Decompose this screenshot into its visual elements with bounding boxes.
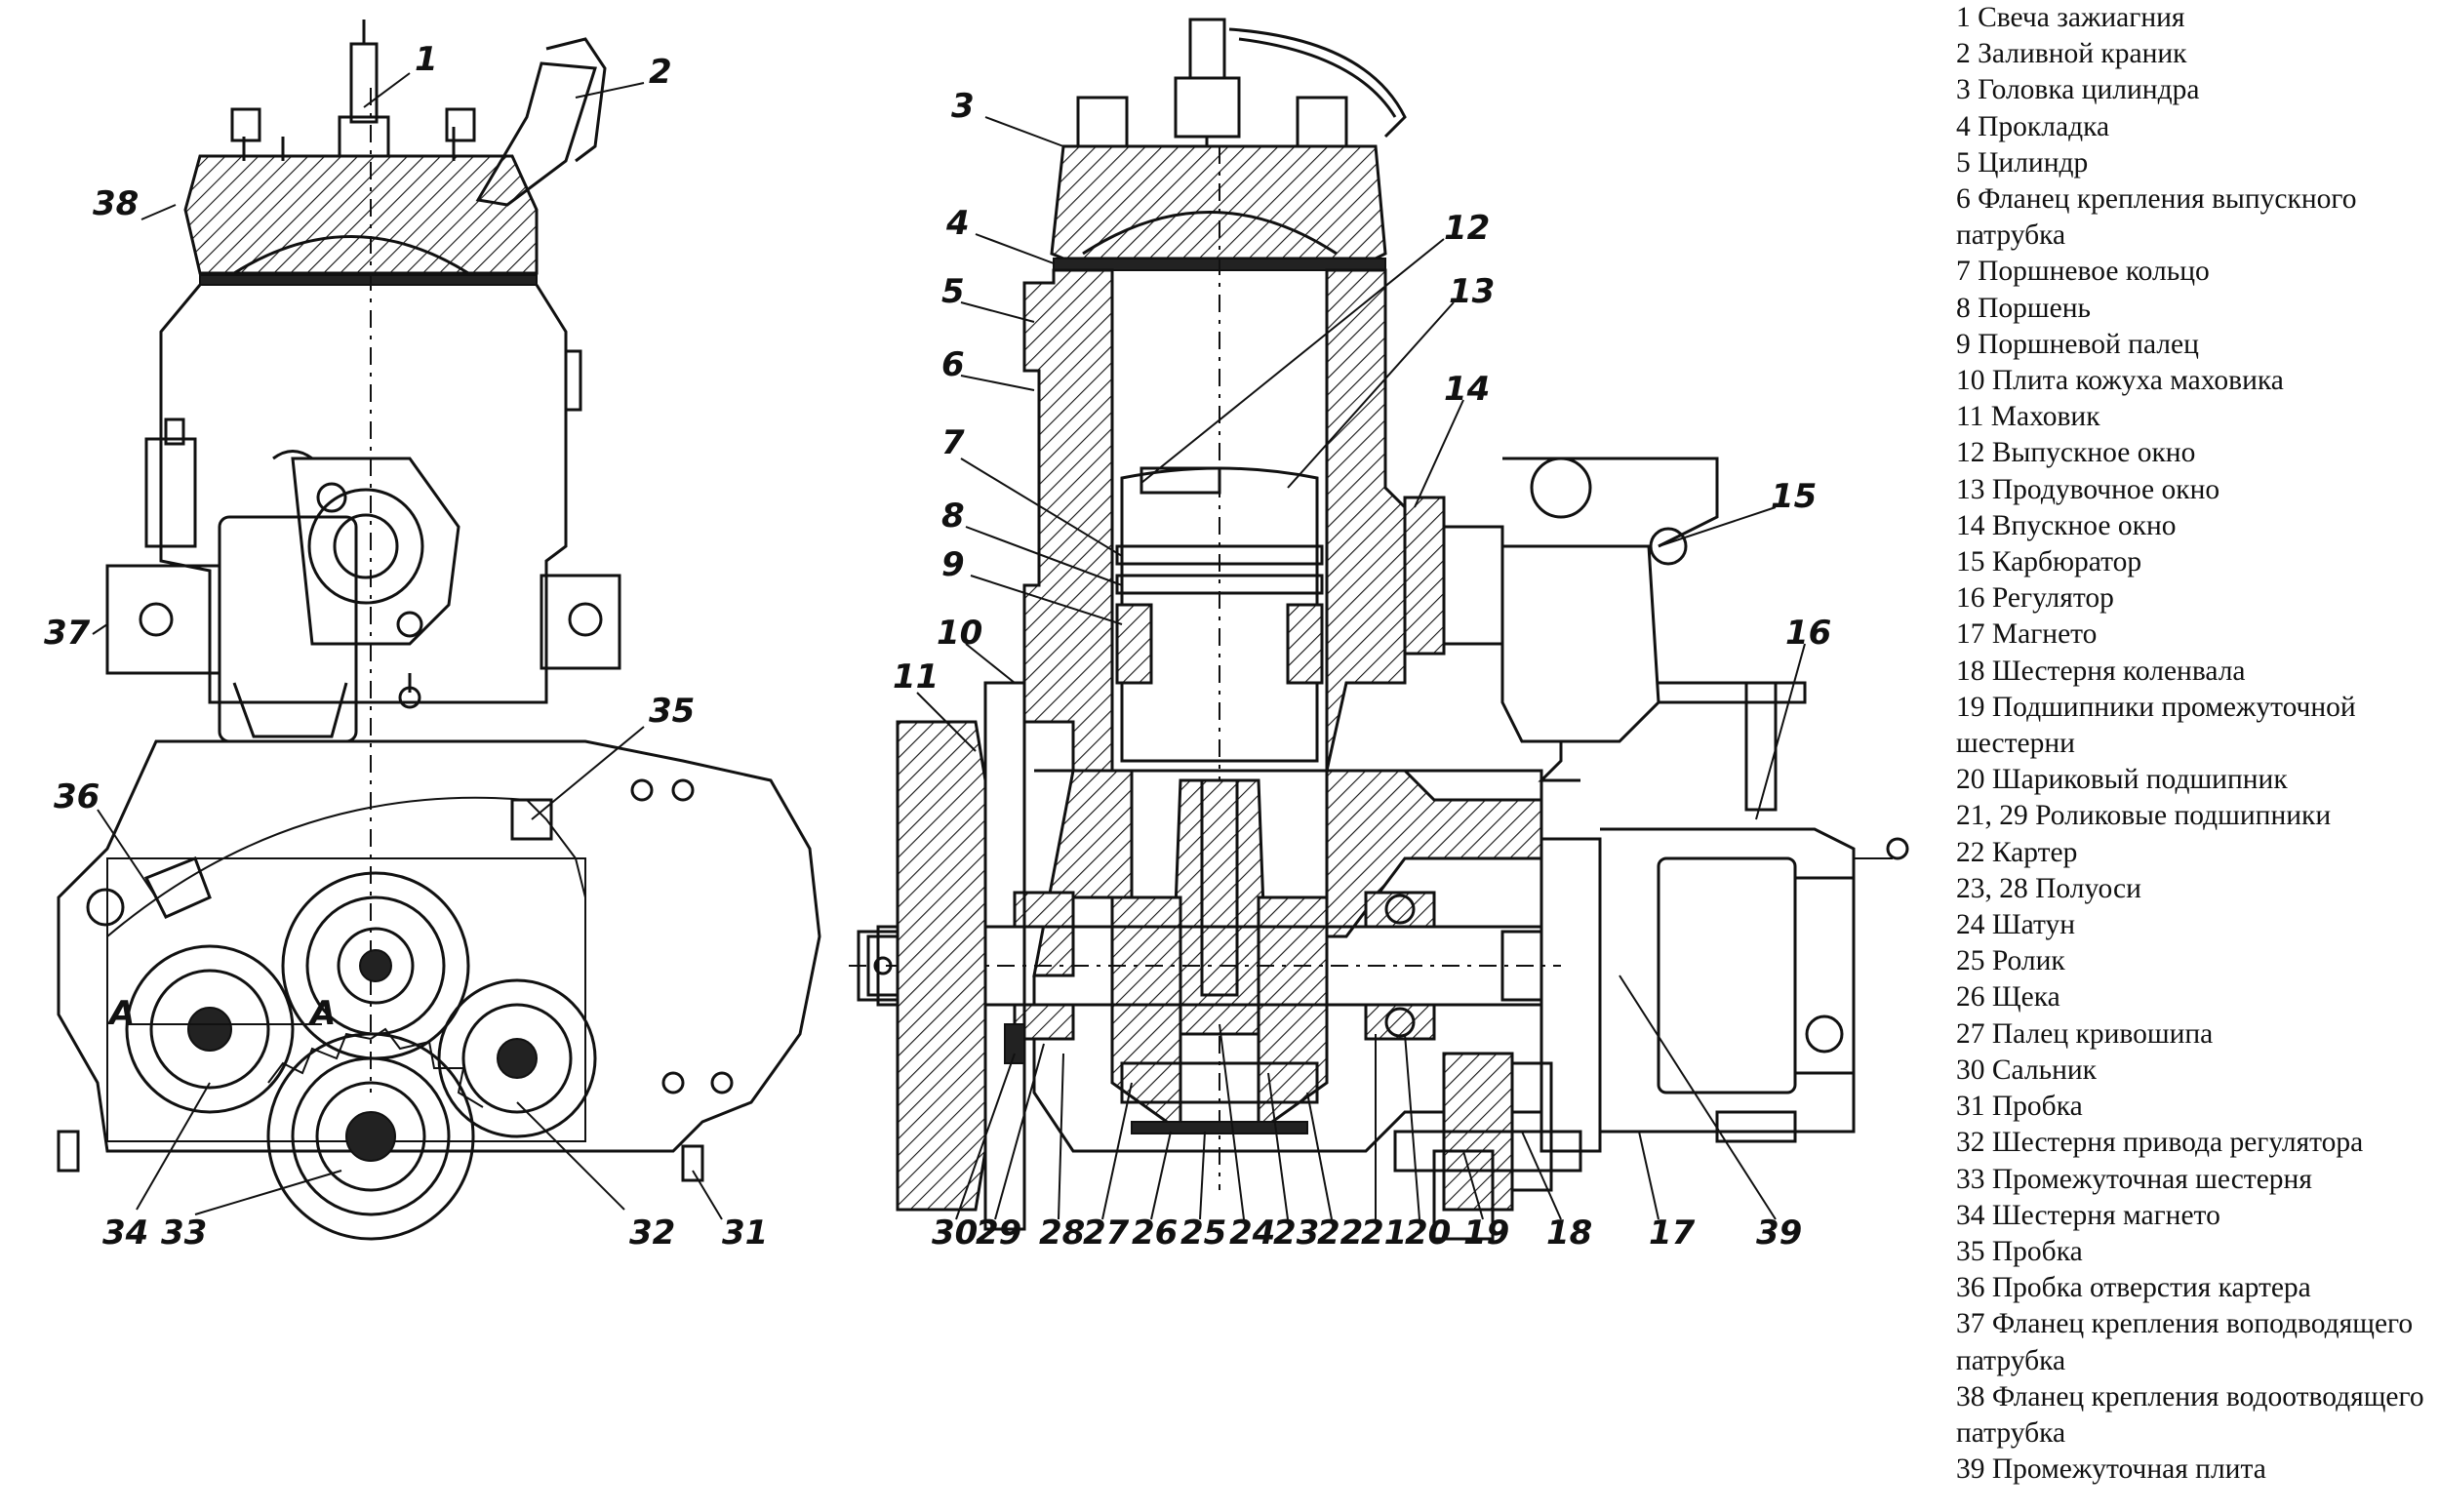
legend-item: 9 Поршневой палец: [1956, 328, 2199, 360]
legend-item: 25 Ролик: [1956, 945, 2065, 977]
left-view: [57, 20, 821, 1241]
legend-item: 18 Шестерня коленвала: [1956, 655, 2246, 687]
legend-item: 35 Пробка: [1956, 1235, 2083, 1267]
callout-39: 39: [1756, 1214, 1802, 1253]
legend-item: 3 Головка цилиндра: [1956, 74, 2200, 106]
callout-19: 19: [1463, 1214, 1509, 1253]
callout-1: 1: [415, 40, 438, 79]
callout-2: 2: [649, 53, 672, 92]
legend-item: 37 Фланец крепления воподводящего патруб…: [1956, 1308, 2414, 1376]
legend-item: 20 Шариковый подшипник: [1956, 764, 2288, 796]
callout-30: 30: [932, 1214, 978, 1253]
callout-28: 28: [1039, 1214, 1085, 1253]
legend-item: 6 Фланец крепления выпускного патрубка: [1956, 183, 2357, 252]
callout-3: 3: [951, 87, 975, 126]
callout-14: 14: [1444, 370, 1490, 409]
callout-27: 27: [1083, 1214, 1130, 1253]
callout-16: 16: [1785, 614, 1831, 653]
callout-37: 37: [44, 614, 91, 653]
callout-25: 25: [1180, 1214, 1226, 1253]
callout-22: 22: [1317, 1214, 1363, 1253]
legend-item: 11 Маховик: [1956, 401, 2100, 433]
legend-item: 7 Поршневое кольцо: [1956, 256, 2210, 288]
callout-32: 32: [629, 1214, 675, 1253]
legend-item: 17 Магнето: [1956, 618, 2098, 651]
parts-legend: 1 Свеча зажиагния 2 Заливной краник 3 Го…: [1956, 0, 2434, 1488]
legend-item: 2 Заливной краник: [1956, 38, 2187, 70]
legend-item: 8 Поршень: [1956, 292, 2091, 324]
callout-24: 24: [1229, 1214, 1275, 1253]
callout-17: 17: [1649, 1214, 1696, 1253]
legend-item: 39 Промежуточная плита: [1956, 1453, 2266, 1486]
callout-7: 7: [941, 423, 965, 462]
legend-item: 16 Регулятор: [1956, 582, 2114, 615]
section-mark-a-left: A: [106, 994, 135, 1033]
callout-26: 26: [1132, 1214, 1178, 1253]
callout-numbers: 1 2 38 37 36 35 34 33 32 31 A A 3 4 5 6 …: [44, 40, 1831, 1253]
callout-12: 12: [1444, 209, 1490, 248]
callout-18: 18: [1546, 1214, 1592, 1253]
legend-item: 24 Шатун: [1956, 909, 2076, 941]
legend-item: 38 Фланец крепления водоотводящего патру…: [1956, 1380, 2424, 1449]
callout-10: 10: [937, 614, 982, 653]
callout-33: 33: [161, 1214, 207, 1253]
callout-21: 21: [1361, 1214, 1407, 1253]
callout-9: 9: [941, 545, 965, 584]
legend-item: 31 Пробка: [1956, 1091, 2083, 1123]
legend-item: 27 Палец кривошипа: [1956, 1017, 2214, 1050]
legend-item: 14 Впускное окно: [1956, 509, 2177, 541]
engine-drawing: 1 2 38 37 36 35 34 33 32 31 A A 3 4 5 6 …: [44, 18, 1909, 1253]
callout-6: 6: [941, 345, 965, 384]
legend-item: 19 Подшипники промежуточной шестерни: [1956, 691, 2356, 760]
callout-15: 15: [1771, 477, 1817, 516]
gear-33: [266, 1027, 484, 1241]
callout-20: 20: [1405, 1214, 1451, 1253]
callout-36: 36: [54, 777, 100, 816]
callout-34: 34: [102, 1214, 148, 1253]
gear-32: [437, 978, 597, 1138]
callout-13: 13: [1449, 272, 1495, 311]
callout-23: 23: [1273, 1214, 1319, 1253]
legend-item: 26 Щека: [1956, 981, 2060, 1014]
legend-item: 22 Картер: [1956, 836, 2078, 868]
section-mark-a-right: A: [307, 994, 336, 1033]
callout-29: 29: [976, 1214, 1021, 1253]
legend-item: 4 Прокладка: [1956, 110, 2110, 142]
legend-item: 15 Карбюратор: [1956, 546, 2142, 578]
callout-4: 4: [945, 204, 970, 243]
legend-item: 30 Сальник: [1956, 1054, 2097, 1086]
legend-item: 34 Шестерня магнето: [1956, 1199, 2220, 1231]
legend-item: 10 Плита кожуха маховика: [1956, 365, 2284, 397]
legend-item: 32 Шестерня привода регулятора: [1956, 1127, 2364, 1159]
callout-38: 38: [93, 184, 139, 223]
right-view: [849, 18, 1909, 1241]
callout-31: 31: [722, 1214, 768, 1253]
callout-11: 11: [893, 657, 939, 696]
legend-item: 36 Пробка отверстия картера: [1956, 1272, 2311, 1304]
legend-item: 1 Свеча зажиагния: [1956, 2, 2185, 33]
legend-item: 33 Промежуточная шестерня: [1956, 1163, 2312, 1195]
leader-lines: [92, 72, 1806, 1220]
callout-5: 5: [941, 272, 965, 311]
legend-item: 13 Продувочное окно: [1956, 473, 2220, 505]
legend-item: 23, 28 Полуоси: [1956, 872, 2141, 904]
legend-item: 5 Цилиндр: [1956, 146, 2089, 179]
legend-item: 12 Выпускное окно: [1956, 437, 2196, 469]
legend-item: 21, 29 Роликовые подшипники: [1956, 800, 2332, 832]
gear-34: [125, 944, 295, 1114]
callout-8: 8: [941, 497, 965, 536]
callout-35: 35: [649, 692, 695, 731]
